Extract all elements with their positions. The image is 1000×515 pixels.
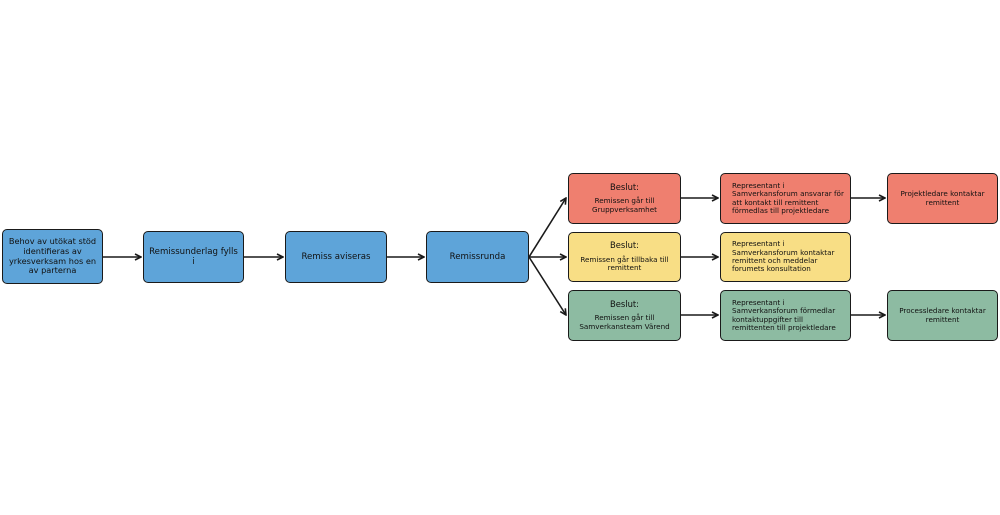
- node-need-identified: Behov av utökat stöd identifieras av yrk…: [2, 229, 103, 284]
- node-decision-group-text: Remissen går till Gruppverksamhet: [592, 196, 657, 214]
- node-referral-form-label: Remissunderlag fylls i: [149, 246, 238, 267]
- node-need-identified-label: Behov av utökat stöd identifieras av yrk…: [8, 236, 97, 276]
- node-process-leader-contact-text: Processledare kontaktar remittent: [899, 306, 986, 324]
- node-decision-team-text: Remissen går till Samverkansteam Värend: [579, 313, 670, 331]
- node-decision-group-heading: Beslut:: [609, 181, 639, 192]
- node-referral-notified: Remiss aviseras: [285, 231, 387, 283]
- node-decision-back: Beslut: Remissen går tillbaka till remit…: [568, 232, 681, 282]
- node-rep-group-text: Representant i Samverkansforum ansvarar …: [732, 180, 844, 215]
- node-rep-team: Representant i Samverkansforum förmedlar…: [720, 290, 851, 341]
- arrow-round-to-decision-team: [528, 256, 566, 315]
- node-referral-round: Remissrunda: [426, 231, 529, 283]
- node-project-leader-contact-text: Projektledare kontaktar remittent: [900, 189, 985, 207]
- node-rep-group: Representant i Samverkansforum ansvarar …: [720, 173, 851, 224]
- node-project-leader-contact: Projektledare kontaktar remittent: [887, 173, 998, 224]
- node-referral-form: Remissunderlag fylls i: [143, 231, 244, 283]
- node-decision-back-text: Remissen går tillbaka till remittent: [580, 254, 669, 273]
- node-decision-team-heading: Beslut:: [609, 298, 639, 309]
- node-decision-back-heading: Beslut:: [609, 240, 639, 251]
- node-referral-notified-label: Remiss aviseras: [301, 251, 371, 262]
- node-rep-back-text: Representant i Samverkansforum kontaktar…: [732, 239, 835, 274]
- node-rep-team-text: Representant i Samverkansforum förmedlar…: [732, 297, 836, 332]
- arrow-round-to-decision-group: [528, 198, 566, 258]
- node-decision-group: Beslut: Remissen går till Gruppverksamhe…: [568, 173, 681, 224]
- node-rep-back: Representant i Samverkansforum kontaktar…: [720, 232, 851, 282]
- node-process-leader-contact: Processledare kontaktar remittent: [887, 290, 998, 341]
- node-referral-round-label: Remissrunda: [449, 251, 506, 262]
- node-decision-team: Beslut: Remissen går till Samverkansteam…: [568, 290, 681, 341]
